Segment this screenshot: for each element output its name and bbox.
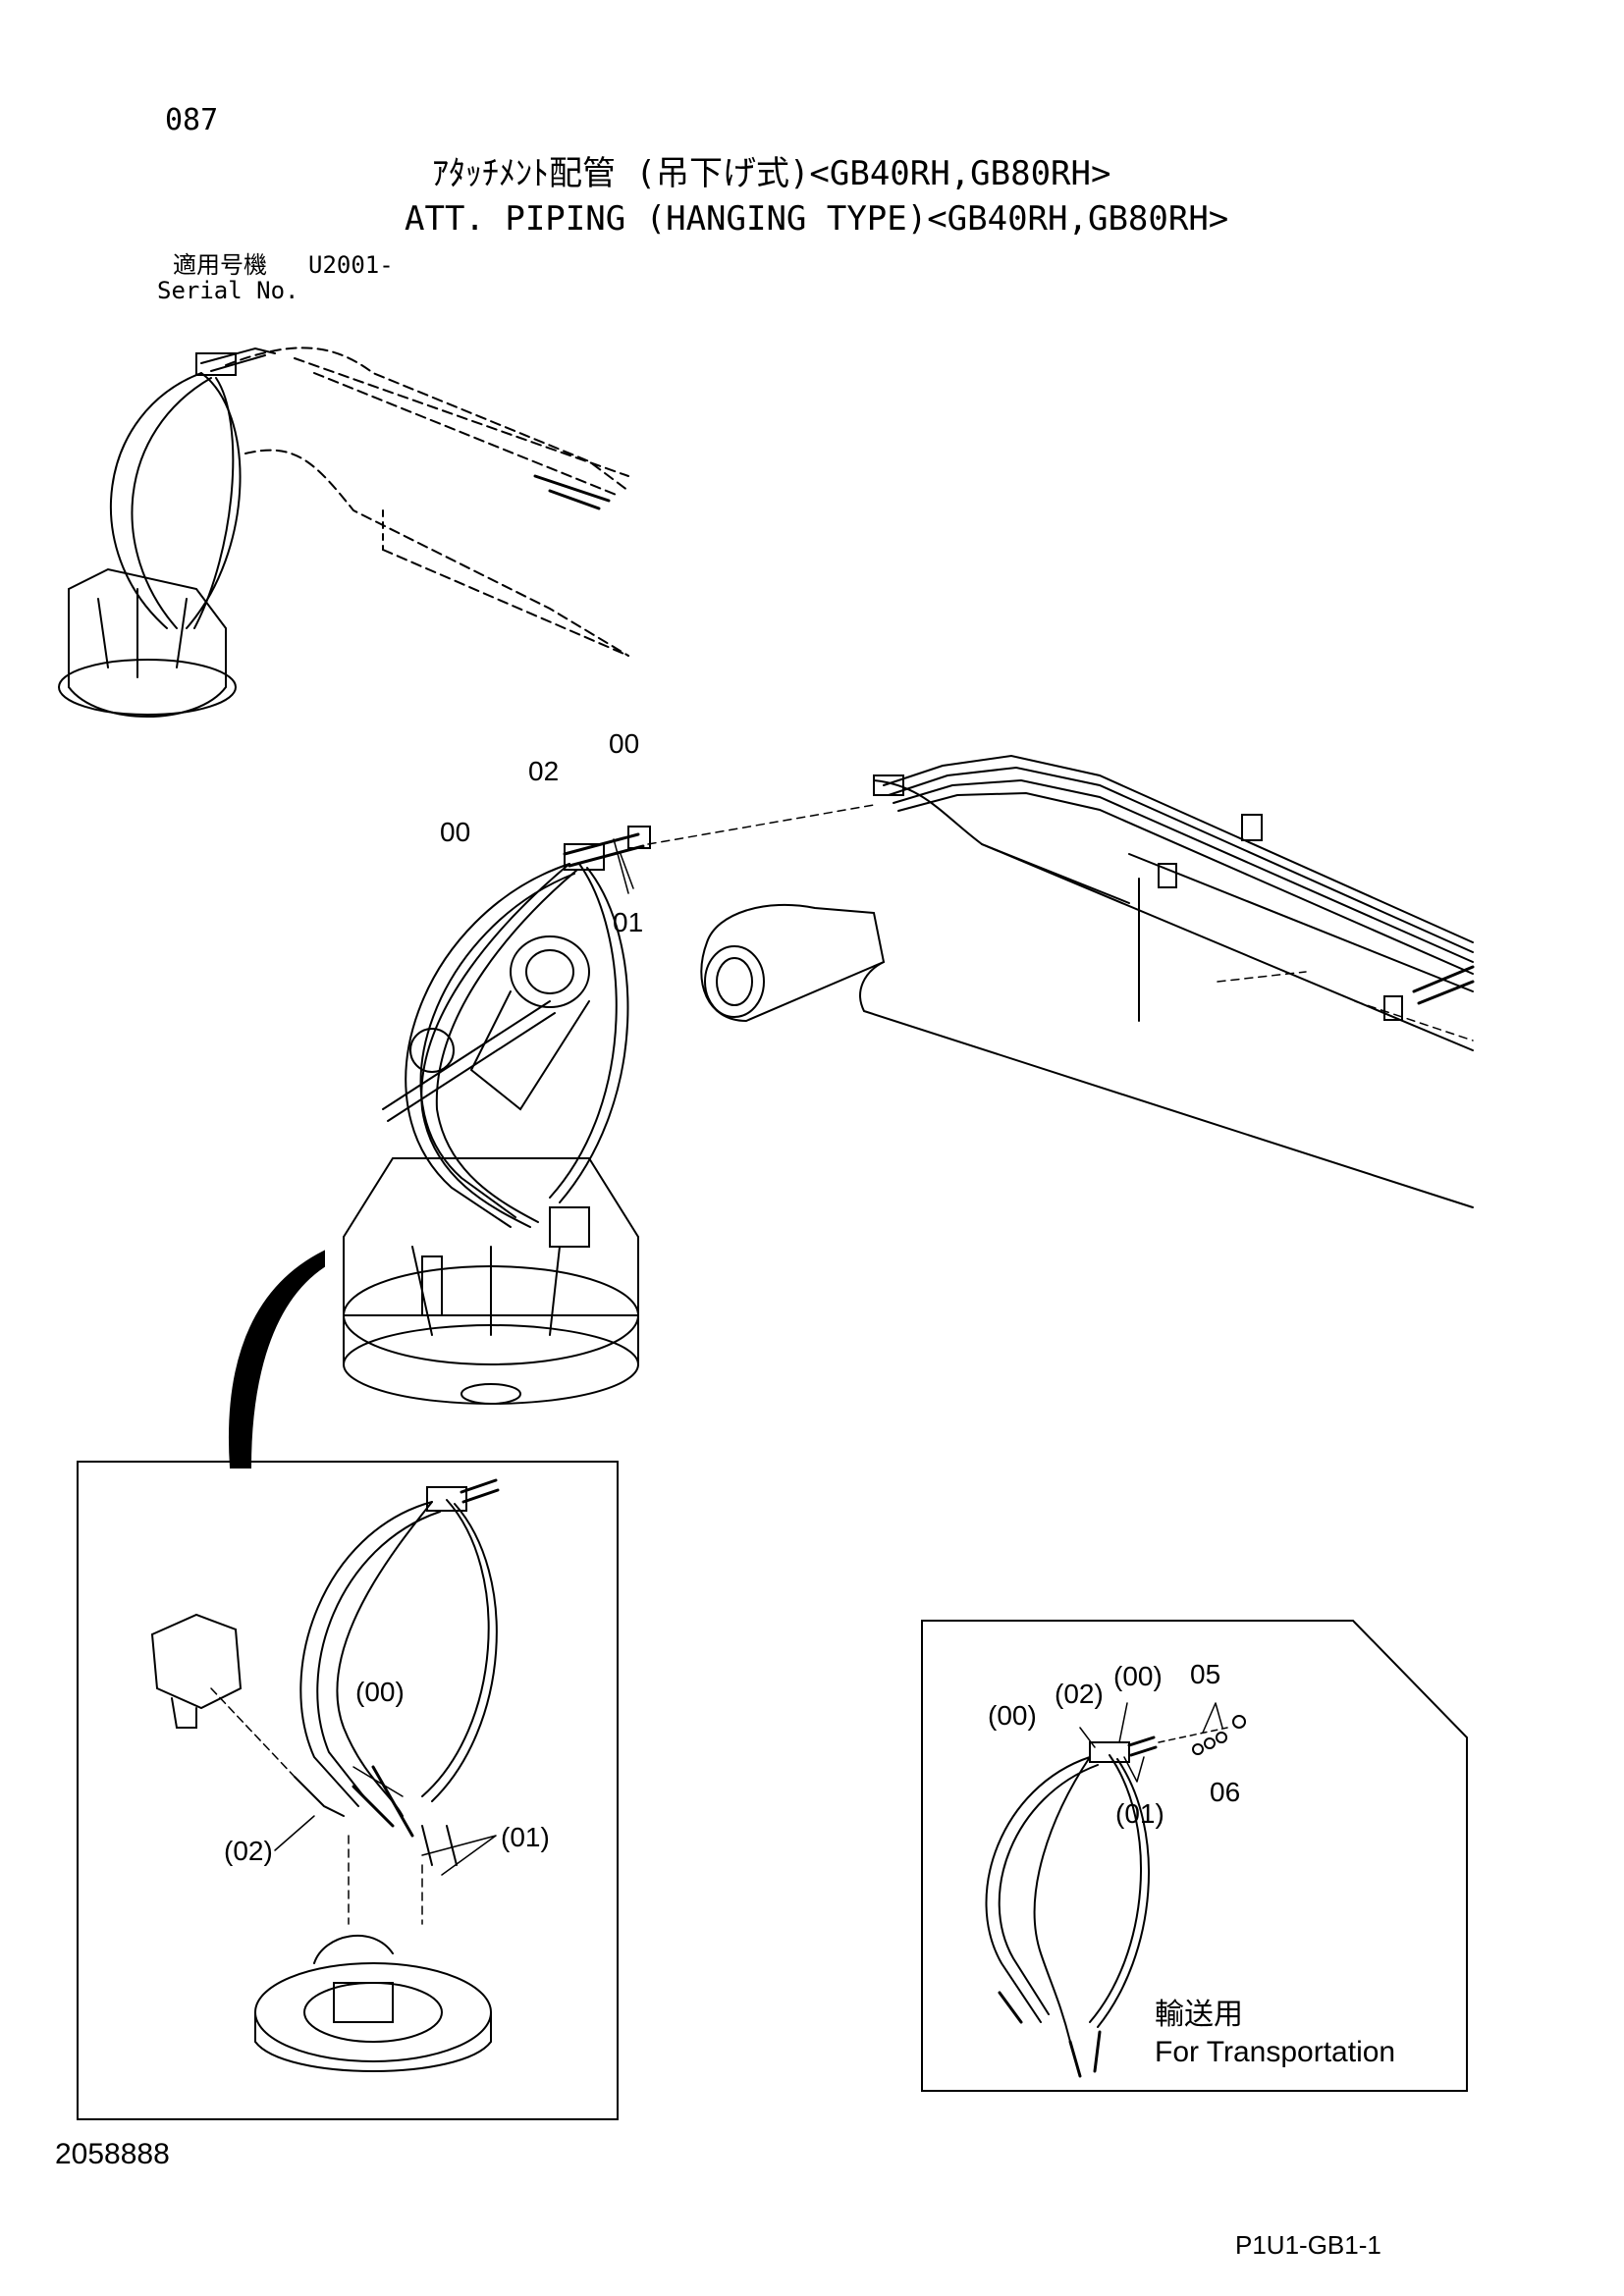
callout-main-01: 01: [613, 907, 644, 937]
callout-transport-05: 05: [1190, 1659, 1221, 1689]
callout-transport-06: 06: [1210, 1777, 1241, 1807]
callout-detail-02: (02): [224, 1836, 273, 1866]
transport-view-frame: [921, 1620, 1468, 2092]
callout-transport-02: (02): [1055, 1679, 1104, 1709]
detail-view-frame: [77, 1461, 619, 2120]
transport-label-en: For Transportation: [1155, 2036, 1396, 2068]
callout-detail-01: (01): [501, 1822, 550, 1852]
overview-drawing: [58, 347, 629, 718]
callout-detail-00: (00): [355, 1677, 405, 1707]
transport-drawing: [985, 1702, 1246, 2078]
callout-transport-01: (01): [1115, 1798, 1164, 1829]
detail-drawing: [150, 1478, 500, 2072]
page-number: 087: [165, 103, 219, 137]
serial-value: U2001-: [308, 251, 394, 279]
serial-label-jp: 適用号機: [173, 251, 267, 279]
callout-transport-00-top: (00): [1113, 1661, 1163, 1691]
transport-label-jp: 輸送用: [1155, 1999, 1243, 2031]
main-drawing: [343, 754, 1475, 1405]
title-japanese: ｱﾀｯﾁﾒﾝﾄ配管 (吊下げ式)<GB40RH,GB80RH>: [432, 154, 1111, 193]
callout-main-00-left: 00: [440, 817, 471, 847]
callout-main-00-top: 00: [609, 728, 640, 759]
serial-label-en: Serial No.: [157, 277, 299, 304]
callout-transport-00-left: (00): [988, 1700, 1037, 1731]
callout-main-02: 02: [528, 756, 560, 786]
detail-pointer: [228, 1250, 325, 1468]
title-english: ATT. PIPING (HANGING TYPE)<GB40RH,GB80RH…: [405, 199, 1229, 239]
document-number: 2058888: [55, 2138, 170, 2170]
reference-code: P1U1-GB1-1: [1235, 2230, 1381, 2260]
